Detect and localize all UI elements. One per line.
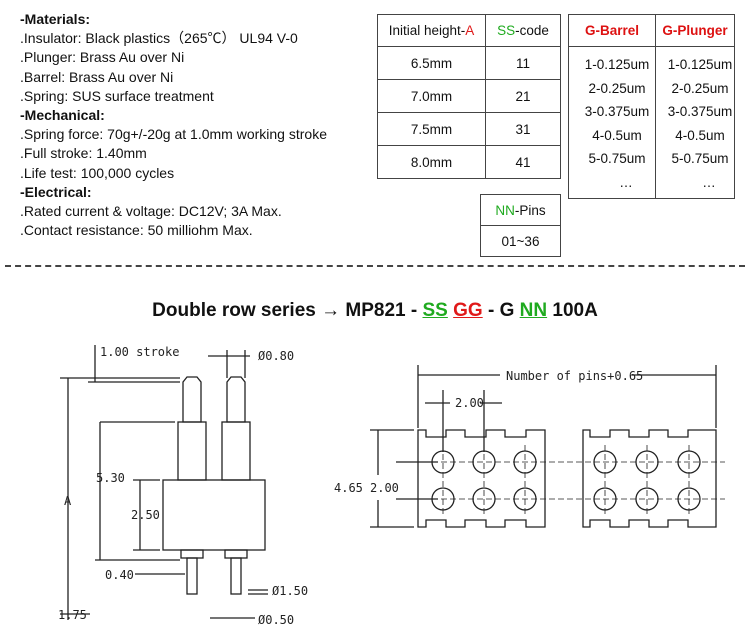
spring-spec: .Spring: SUS surface treatment	[20, 87, 214, 104]
body-height-dimension: 2.50	[131, 508, 160, 522]
contact-resistance-spec: .Contact resistance: 50 milliohm Max.	[20, 222, 253, 239]
plunger-spec: .Plunger: Brass Au over Ni	[20, 49, 185, 66]
plunger-options: 1-0.125um 2-0.25um 3-0.375um 4-0.5um 5-0…	[655, 46, 735, 199]
insulator-spec: .Insulator: Black plastics（265℃） UL94 V-…	[20, 30, 298, 47]
width-dimension: 4.65	[334, 481, 363, 495]
life-test-spec: .Life test: 100,000 cycles	[20, 164, 175, 181]
row-spacing-dimension: 2.00	[370, 481, 399, 495]
stroke-dimension: 1.00 stroke	[100, 345, 179, 359]
pitch-dimension: 2.00	[455, 396, 484, 410]
initial-height-header: Initial height-A	[377, 14, 486, 47]
gg-field: GG	[453, 300, 483, 321]
spring-force-spec: .Spring force: 70g+/-20g at 1.0mm workin…	[20, 126, 327, 143]
side-view	[60, 345, 268, 620]
ss-accent: SS	[497, 23, 516, 38]
tail-diameter-dimension: Ø0.50	[258, 613, 294, 627]
top-view	[370, 365, 717, 528]
ss-field: SS	[422, 300, 448, 321]
section-divider	[5, 265, 745, 267]
specifications: -Materials: .Insulator: Black plastics（2…	[20, 10, 365, 240]
tip-diameter-dimension: Ø0.80	[258, 349, 294, 363]
electrical-heading: -Electrical:	[20, 183, 92, 200]
a-dimension: A	[64, 494, 72, 508]
barrel-options: 1-0.125um 2-0.25um 3-0.375um 4-0.5um 5-0…	[568, 46, 656, 199]
barrel-spec: .Barrel: Brass Au over Ni	[20, 68, 174, 85]
mechanical-heading: -Mechanical:	[20, 107, 105, 124]
full-stroke-spec: .Full stroke: 1.40mm	[20, 145, 147, 162]
plating-table: G-Barrel G-Plunger 1-0.125um 2-0.25um 3-…	[568, 14, 735, 199]
tail-length-dimension: 1.75	[58, 608, 87, 622]
flange-dimension: 0.40	[105, 568, 134, 582]
barrel-height-dimension: 5.30	[96, 471, 125, 485]
rated-spec: .Rated current & voltage: DC12V; 3A Max.	[20, 203, 282, 220]
flange-diameter-dimension: Ø1.50	[272, 584, 308, 598]
a-accent: A	[465, 23, 475, 38]
pins-range: 01~36	[480, 225, 561, 257]
pins-table: NN-Pins 01~36	[480, 194, 561, 257]
pins-length-dimension: Number of pins+0.65	[506, 369, 643, 383]
part-number-title: Double row series → MP821 - SS GG - G NN…	[152, 300, 598, 321]
materials-heading: -Materials:	[20, 11, 91, 27]
ss-code-header: SS-code	[485, 14, 561, 47]
nn-field: NN	[519, 300, 548, 321]
